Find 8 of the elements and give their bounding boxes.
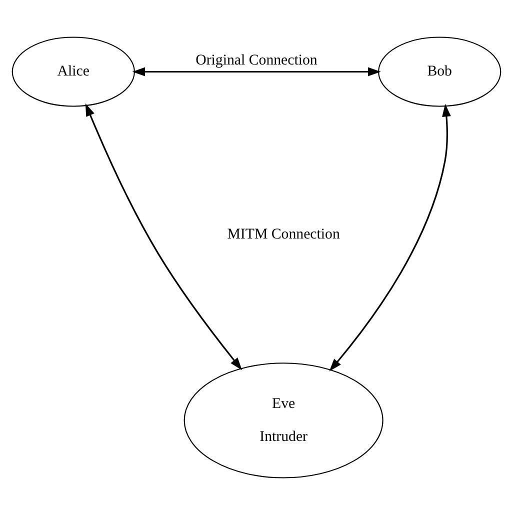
arrow [329, 103, 451, 371]
label: MITM Connection [227, 226, 340, 242]
node-ellipse: Bob [378, 36, 502, 106]
edge-label: Original Connection [196, 52, 318, 68]
node-ellipse: Alice [12, 36, 135, 106]
arrow [132, 66, 381, 76]
arrow [85, 102, 242, 370]
node-ellipse: Eve Intruder [184, 362, 384, 478]
